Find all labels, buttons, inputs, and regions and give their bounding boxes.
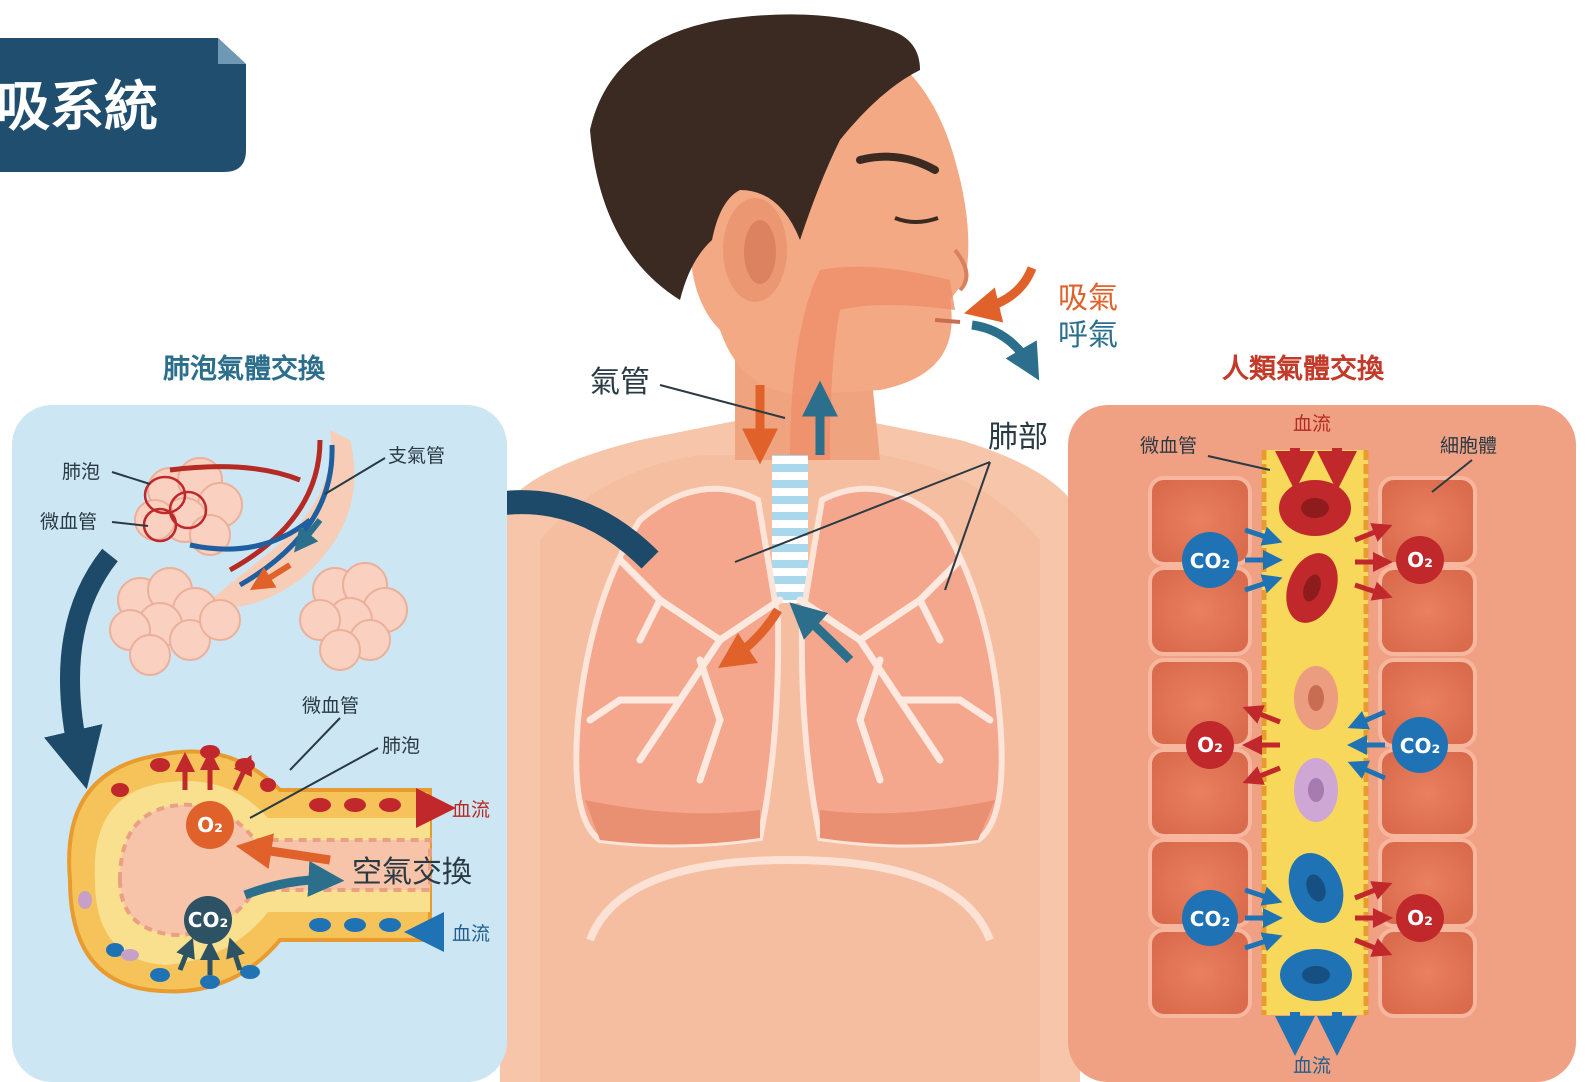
co2-text-3: CO₂	[1190, 907, 1230, 931]
o2-text-3: O₂	[1407, 906, 1433, 930]
cell-label: 細胞體	[1440, 435, 1497, 457]
o2-text-left: O₂	[197, 813, 223, 837]
inhale-arrow	[978, 268, 1032, 310]
capillary-label-right: 微血管	[1140, 435, 1197, 457]
alveoli-heading: 肺泡氣體交換	[163, 353, 326, 385]
exhale-label: 呼氣	[1058, 318, 1118, 353]
page-title: 吸系統	[0, 75, 158, 138]
inhale-label: 吸氣	[1058, 281, 1118, 316]
trachea	[772, 455, 808, 603]
human-figure	[500, 14, 1080, 1082]
co2-text-left: CO₂	[188, 908, 228, 932]
bronchus-label: 支氣管	[388, 445, 445, 467]
blood-flow-in-label: 血流	[452, 923, 490, 945]
capillary-label-top: 微血管	[40, 511, 97, 533]
co2-text-2: CO₂	[1400, 734, 1440, 758]
air-exchange-label: 空氣交換	[352, 855, 472, 890]
blood-flow-out-label: 血流	[452, 799, 490, 821]
co2-text-1: CO₂	[1190, 549, 1230, 573]
alveolus-label-detail: 肺泡	[382, 735, 420, 757]
blood-flow-bottom-label: 血流	[1293, 1055, 1331, 1077]
o2-text-2: O₂	[1197, 733, 1223, 757]
title-banner: 吸系統	[0, 38, 246, 172]
exhale-arrow	[972, 325, 1032, 368]
trachea-label: 氣管	[590, 365, 650, 400]
alveolus-label-top: 肺泡	[62, 461, 100, 483]
lungs-label: 肺部	[988, 420, 1048, 455]
capillary-label-detail: 微血管	[302, 695, 359, 717]
o2-text-1: O₂	[1407, 548, 1433, 572]
blood-flow-top-label: 血流	[1293, 413, 1331, 435]
human-heading: 人類氣體交換	[1222, 353, 1385, 385]
